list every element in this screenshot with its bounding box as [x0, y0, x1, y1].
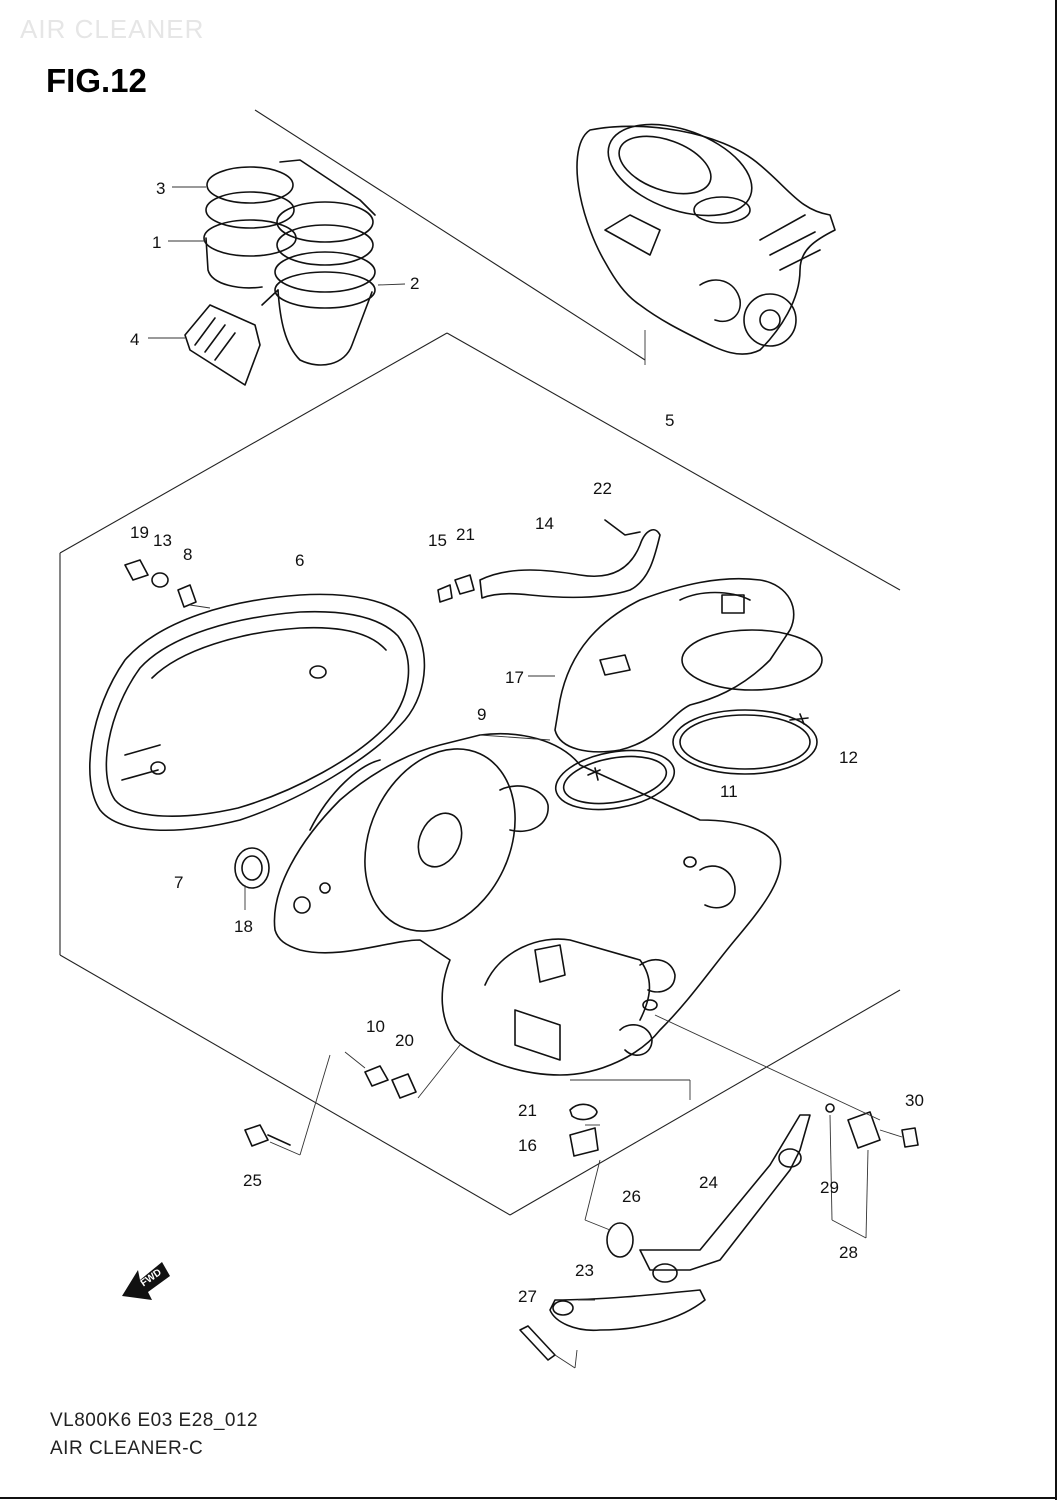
breather-hose-drawing: [437, 519, 661, 603]
watermark-title: AIR CLEANER: [20, 14, 205, 44]
callout-25: 25: [243, 1171, 262, 1190]
callout-30: 30: [905, 1091, 924, 1110]
callout-20: 20: [395, 1031, 414, 1050]
fasteners-drawing: [124, 559, 599, 1157]
air-cleaner-cover-drawing: [89, 593, 426, 832]
intake-duct-drawing: [554, 577, 823, 811]
callout-11: 11: [720, 782, 738, 801]
callout-28: 28: [839, 1243, 858, 1262]
callout-6: 6: [295, 551, 304, 570]
bracket-drawing: [519, 1103, 919, 1361]
callout-27: 27: [518, 1287, 537, 1306]
callout-26: 26: [622, 1187, 641, 1206]
callout-22: 22: [593, 479, 612, 498]
figure-title: FIG.12: [46, 62, 147, 99]
callout-14: 14: [535, 514, 554, 533]
callout-12: 12: [839, 748, 858, 767]
callout-9: 9: [477, 705, 486, 724]
callout-3: 3: [156, 179, 165, 198]
callout-8: 8: [183, 545, 192, 564]
intake-pipes-drawing: [184, 159, 376, 386]
callout-5: 5: [665, 411, 674, 430]
callout-2: 2: [410, 274, 419, 293]
callout-29: 29: [820, 1178, 839, 1197]
callout-1: 1: [152, 233, 161, 252]
callout-13: 13: [153, 531, 172, 550]
callout-10: 10: [366, 1017, 385, 1036]
footer-caption: AIR CLEANER-C: [50, 1438, 204, 1459]
callout-21-lower: 21: [518, 1101, 537, 1120]
footer-code: VL800K6 E03 E28_012: [50, 1410, 259, 1431]
callout-15: 15: [428, 531, 447, 550]
callout-17: 17: [505, 668, 524, 687]
callout-labels: 3 1 2 4 5 22 14 15 21 19 13 8 6 17 9 12 …: [130, 179, 924, 1306]
callout-19: 19: [130, 523, 149, 542]
air-cleaner-case-drawing: [273, 732, 782, 1076]
carburetor-assembly-drawing: [576, 123, 836, 365]
fwd-arrow: FWD: [122, 1262, 170, 1300]
callout-18: 18: [234, 917, 253, 936]
callout-7: 7: [174, 873, 183, 892]
leader-lines: [148, 186, 881, 1369]
callout-24: 24: [699, 1173, 718, 1192]
callout-16: 16: [518, 1136, 537, 1155]
callout-21-upper: 21: [456, 525, 475, 544]
callout-4: 4: [130, 330, 139, 349]
callout-23: 23: [575, 1261, 594, 1280]
group-boundary: [59, 109, 901, 1216]
